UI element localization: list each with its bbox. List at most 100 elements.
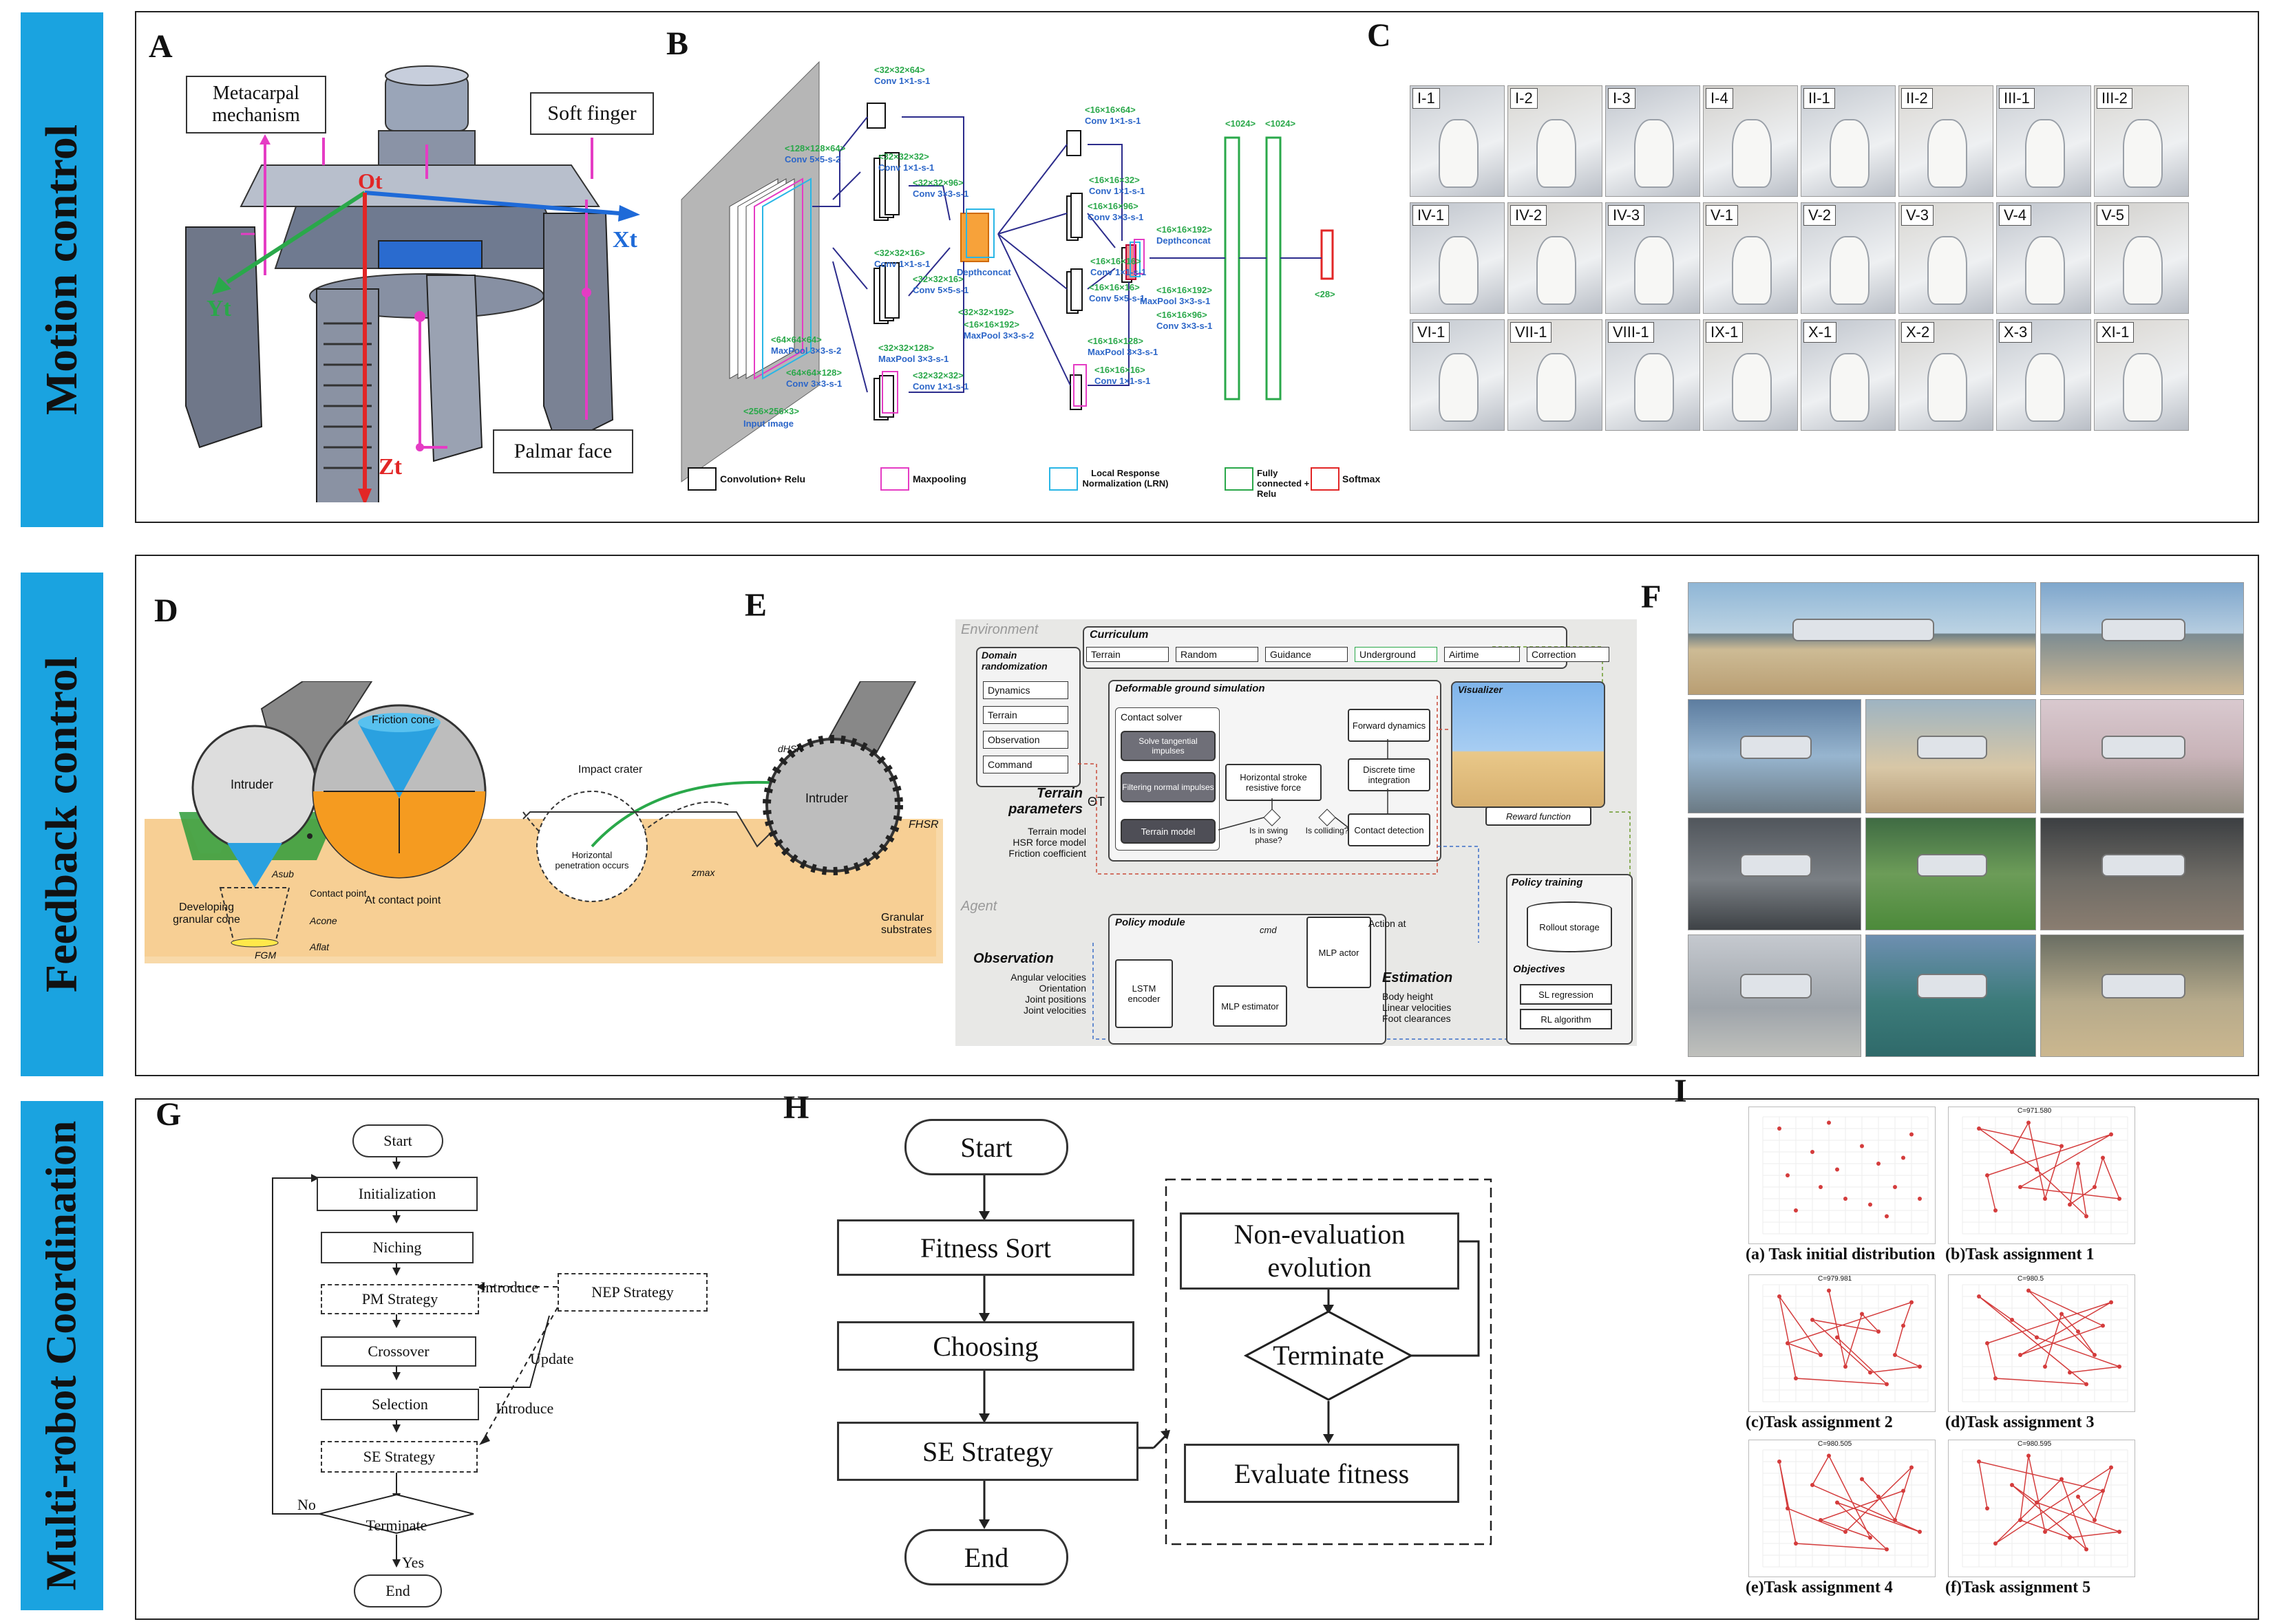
curriculum-item: Random bbox=[1176, 647, 1258, 662]
route-plot-svg bbox=[1962, 1449, 2128, 1568]
a-cone-label: Acone bbox=[310, 915, 337, 926]
soft-finger-shape bbox=[1829, 353, 1870, 422]
granular-drawing bbox=[145, 681, 943, 963]
horizontal-label: Horizontal penetration occurs bbox=[555, 850, 629, 870]
curriculum-item: Underground bbox=[1355, 647, 1437, 662]
layer-f1: <16×16×192> bbox=[1156, 285, 1212, 295]
task-point bbox=[1810, 1318, 1814, 1322]
grasp-photo-tag: I-1 bbox=[1412, 88, 1440, 109]
task-point bbox=[1819, 1353, 1823, 1357]
curriculum-item: Correction bbox=[1527, 647, 1609, 662]
quadruped-robot-shape bbox=[1740, 853, 1812, 877]
flowchart-h-connectors bbox=[979, 1173, 1492, 1546]
task-point bbox=[1985, 1173, 1989, 1177]
task-point bbox=[1918, 1365, 1922, 1369]
layer-c1: <32×32×64> bbox=[874, 65, 925, 75]
layer-e5: <16×16×16> bbox=[1089, 282, 1140, 292]
filtering-normal-box: Filtering normal impulses bbox=[1121, 772, 1216, 802]
developing-cone-label: Developing granular cone bbox=[173, 901, 240, 926]
soft-finger-shape bbox=[2024, 119, 2066, 188]
grasp-photo: IV-1 bbox=[1410, 202, 1505, 314]
layer-e7: <16×16×16> bbox=[1094, 365, 1145, 375]
soft-finger-shape bbox=[2024, 236, 2066, 305]
flowchart-g-connectors bbox=[272, 1144, 558, 1568]
grasp-photo: XI-1 bbox=[2094, 319, 2189, 431]
grasp-photo-tag: VII-1 bbox=[1510, 322, 1552, 343]
quadruped-photo-grid bbox=[1688, 582, 2244, 1057]
task-point bbox=[2035, 1500, 2039, 1505]
sl-regression-box: SL regression bbox=[1520, 984, 1612, 1005]
route-plot: C=980.595 bbox=[1948, 1440, 2135, 1577]
task-point bbox=[1819, 1185, 1823, 1189]
depthconcat-2-label: Depthconcat bbox=[1156, 235, 1211, 246]
g-introduce-1: Introduce bbox=[480, 1279, 539, 1296]
grasp-photo-tag: I-3 bbox=[1608, 88, 1635, 109]
task-point bbox=[2026, 1120, 2031, 1125]
quadruped-photo bbox=[1688, 934, 1861, 1057]
grasp-photo: X-1 bbox=[1801, 319, 1896, 431]
h-choosing: Choosing bbox=[837, 1321, 1134, 1371]
layer-e5b: Conv 5×5-s-1 bbox=[1089, 293, 1145, 303]
task-point bbox=[1893, 1518, 1897, 1522]
soft-finger-shape bbox=[1438, 353, 1479, 422]
grasp-photo-tag: V-5 bbox=[2097, 205, 2130, 226]
grasp-photo-tag: V-2 bbox=[1803, 205, 1836, 226]
cnn-architecture: <256×256×3> Input image <128×128×64> Con… bbox=[675, 41, 1380, 502]
quadruped-robot-shape bbox=[2101, 853, 2185, 877]
task-point bbox=[2117, 1365, 2121, 1369]
layer-f2: <16×16×96> bbox=[1156, 310, 1207, 320]
task-point bbox=[2010, 1483, 2014, 1487]
in-swing-label: Is in swing phase? bbox=[1249, 826, 1289, 845]
panel-label-g: G bbox=[156, 1096, 182, 1133]
grasp-photo: X-2 bbox=[1898, 319, 1993, 431]
task-point bbox=[1810, 1483, 1814, 1487]
x-axis-label: Xt bbox=[613, 227, 637, 253]
action-label: Action at bbox=[1368, 918, 1406, 929]
task-point bbox=[2109, 1465, 2113, 1470]
layer-c4: <32×32×16> bbox=[874, 248, 925, 258]
task-point bbox=[1909, 1132, 1914, 1137]
g-nep-strategy: NEP Strategy bbox=[558, 1273, 708, 1312]
soft-finger-shape bbox=[1731, 236, 1772, 305]
task-point bbox=[1876, 1495, 1881, 1499]
grasp-photo: X-3 bbox=[1996, 319, 2091, 431]
input-label: Input image bbox=[743, 418, 794, 429]
soft-finger-shape bbox=[1536, 353, 1577, 422]
task-point bbox=[1993, 1208, 1998, 1212]
soft-finger-shape bbox=[1633, 353, 1675, 422]
domain-item: Dynamics bbox=[983, 681, 1068, 699]
task-point bbox=[1868, 1535, 1872, 1540]
curriculum-label: Curriculum bbox=[1090, 629, 1149, 641]
task-point bbox=[1918, 1197, 1922, 1201]
layer-e3b: Conv 3×3-s-1 bbox=[1088, 212, 1144, 222]
task-point bbox=[1876, 1329, 1881, 1334]
grasp-photo-tag: III-1 bbox=[1999, 88, 2035, 109]
layer-d1: <16×16×192> bbox=[964, 319, 1019, 330]
layer-c7b: Conv 1×1-s-1 bbox=[913, 381, 969, 392]
route-cost-label: C=979.981 bbox=[1818, 1275, 1852, 1283]
h-start: Start bbox=[904, 1119, 1068, 1175]
grasp-photo-tag: V-3 bbox=[1901, 205, 1934, 226]
task-point bbox=[2010, 1318, 2014, 1322]
grasp-photo: V-4 bbox=[1996, 202, 2091, 314]
section-label-motion: Motion control bbox=[36, 124, 87, 416]
layer-c3b: Conv 3×3-s-1 bbox=[913, 189, 969, 199]
layer-l3b: Conv 3×3-s-1 bbox=[786, 378, 843, 389]
route-cost-label: C=971.580 bbox=[2017, 1107, 2052, 1115]
soft-finger-shape bbox=[1829, 236, 1870, 305]
task-point bbox=[2018, 1185, 2022, 1189]
task-point bbox=[2093, 1518, 2097, 1522]
fc-1-label: <1024> bbox=[1225, 118, 1256, 129]
task-point bbox=[1985, 1506, 1989, 1510]
g-start: Start bbox=[352, 1124, 443, 1157]
soft-finger-shape bbox=[1536, 119, 1577, 188]
grasp-photo-tag: I-4 bbox=[1706, 88, 1733, 109]
route-plot-svg bbox=[1962, 1116, 2128, 1235]
task-point bbox=[1885, 1547, 1889, 1552]
grasp-photo-tag: V-4 bbox=[1999, 205, 2032, 226]
route-plot-svg bbox=[1762, 1449, 1929, 1568]
task-point bbox=[1794, 1541, 1798, 1546]
sidebar-motion-control: Motion control bbox=[21, 12, 103, 527]
granular-label: Granular substrates bbox=[881, 912, 932, 936]
